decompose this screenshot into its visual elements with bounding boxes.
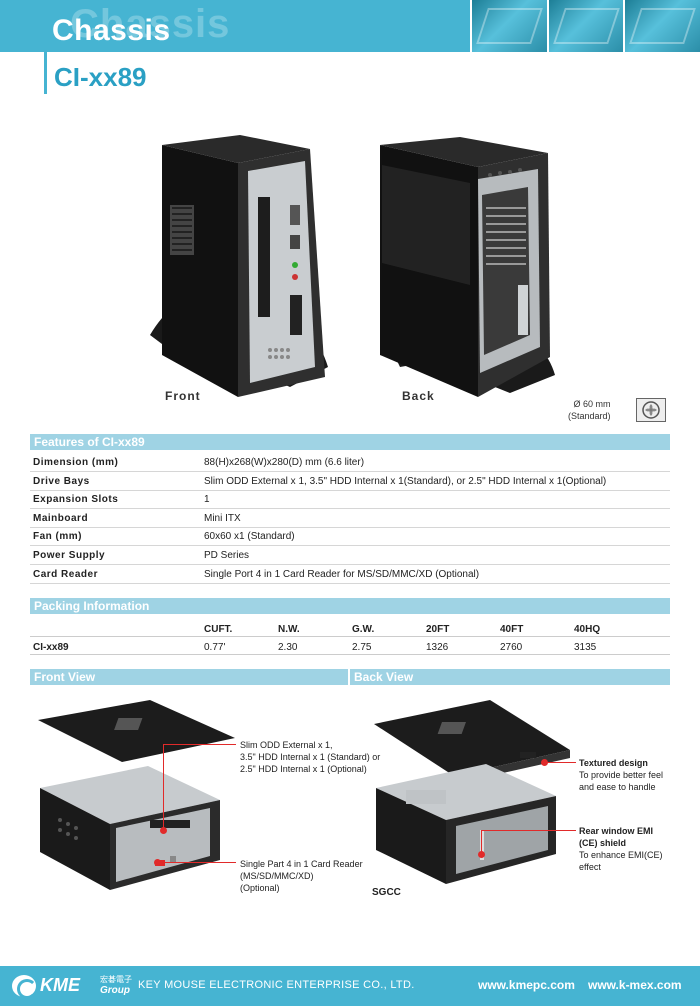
spec-key: Drive Bays	[33, 475, 90, 487]
front-callout2-dot	[154, 859, 161, 866]
header-thumbnails	[470, 0, 700, 52]
back-label: Back	[402, 389, 435, 403]
logo-chinese: 宏碁電子	[100, 975, 132, 984]
back-view-heading-bar: Back View	[350, 669, 670, 686]
packing-cell: 3135	[574, 642, 597, 653]
packing-col-header: 40FT	[500, 624, 524, 635]
spec-value: Mini ITX	[204, 512, 241, 524]
spec-key: Mainboard	[33, 512, 89, 524]
callout-line: and ease to handle	[579, 782, 656, 792]
packing-header-row: CUFT. N.W. G.W. 20FT 40FT 40HQ	[30, 620, 670, 637]
kme-logo: KME	[40, 975, 80, 995]
packing-col-header: G.W.	[352, 624, 375, 635]
header-watermark: Chassis	[70, 2, 231, 46]
spec-row: Dimension (mm) 88(H)x268(W)x280(D) mm (6.…	[30, 453, 670, 472]
sgcc-label: SGCC	[372, 887, 401, 898]
packing-cell: 2.75	[352, 642, 372, 653]
title-accent-bar	[44, 8, 47, 94]
spec-value: 60x60 x1 (Standard)	[204, 531, 295, 543]
header-thumbnail	[546, 0, 624, 52]
back-callout1-leader	[545, 762, 576, 763]
callout-line: Slim ODD External x 1,	[240, 740, 333, 750]
packing-cell: 1326	[426, 642, 449, 653]
spec-row: Power Supply PD Series	[30, 546, 670, 565]
spec-row: Card Reader Single Port 4 in 1 Card Reade…	[30, 565, 670, 584]
packing-data-row: CI-xx89 0.77' 2.30 2.75 1326 2760 3135	[30, 638, 670, 655]
spec-row: Drive Bays Slim ODD External x 1, 3.5" HD…	[30, 472, 670, 491]
packing-heading: Packing Information	[34, 599, 150, 613]
spec-value: Slim ODD External x 1, 3.5" HDD Internal…	[204, 475, 607, 487]
back-view-heading: Back View	[354, 670, 414, 684]
back-callout-textured: Textured design To provide better feel a…	[579, 757, 663, 793]
spec-row: Expansion Slots 1	[30, 490, 670, 510]
back-callout2-leader	[481, 830, 576, 831]
front-callout-drive-bays: Slim ODD External x 1, 3.5" HDD Internal…	[240, 739, 380, 775]
callout-line: To provide better feel	[579, 770, 664, 780]
fan-note-standard: (Standard)	[568, 411, 611, 421]
fan-note-size: Ø 60 mm	[573, 399, 611, 409]
spec-row: Mainboard Mini ITX	[30, 509, 670, 528]
front-view-exploded	[38, 700, 235, 890]
callout-title: Textured design	[579, 758, 648, 768]
spec-row: Fan (mm) 60x60 x1 (Standard)	[30, 527, 670, 547]
callout-line: (Optional)	[240, 883, 280, 893]
website-link-kmex[interactable]: www.k-mex.com	[588, 978, 682, 992]
packing-cell: 0.77'	[204, 642, 226, 653]
front-callout1-leader	[163, 744, 164, 830]
packing-cell: 2760	[500, 642, 523, 653]
footer-bar: KME 宏碁電子 Group KEY MOUSE ELECTRONIC ENTE…	[0, 966, 700, 1006]
logo-group: Group	[100, 985, 130, 996]
spec-key: Expansion Slots	[33, 494, 119, 506]
back-callout2-leader	[481, 830, 482, 854]
front-view-heading: Front View	[34, 670, 96, 684]
front-callout1-dot	[160, 827, 167, 834]
packing-col-header: 20FT	[426, 624, 450, 635]
spec-key: Fan (mm)	[33, 531, 82, 543]
front-callout2-leader	[158, 862, 236, 863]
header-thumbnail	[623, 0, 700, 52]
back-callout2-dot	[478, 851, 485, 858]
back-photo	[380, 137, 555, 397]
website-link-kmepc[interactable]: www.kmepc.com	[478, 978, 575, 992]
fan-note: Ø 60 mm (Standard)	[568, 398, 611, 422]
page-title: Chassis	[52, 14, 171, 47]
spec-key: Card Reader	[33, 568, 98, 580]
spec-key: Power Supply	[33, 550, 106, 561]
back-callout-emi: Rear window EMI (CE) shield To enhance E…	[579, 825, 663, 873]
front-label: Front	[165, 389, 201, 403]
back-view-exploded	[374, 700, 570, 884]
callout-line: Single Part 4 in 1 Card Reader	[240, 859, 363, 869]
company-name: KEY MOUSE ELECTRONIC ENTERPRISE CO., LTD…	[138, 979, 415, 991]
packing-heading-bar: Packing Information	[30, 598, 670, 615]
callout-title: Rear window EMI	[579, 826, 654, 836]
kme-logo-icon	[12, 975, 37, 999]
back-callout1-dot	[541, 759, 548, 766]
model-title: CI-xx89	[54, 62, 147, 92]
header-thumbnail	[470, 0, 547, 52]
packing-col-header: 40HQ	[574, 624, 601, 635]
front-view-heading-bar: Front View	[30, 669, 348, 686]
callout-line: effect	[579, 862, 601, 872]
callout-title: (CE) shield	[579, 838, 627, 848]
callout-line: (MS/SD/MMC/XD)	[240, 871, 314, 881]
features-heading-bar: Features of CI-xx89	[30, 434, 670, 451]
packing-cell: 2.30	[278, 642, 298, 653]
spec-value: 88(H)x268(W)x280(D) mm (6.6 liter)	[204, 457, 365, 468]
callout-line: 3.5" HDD Internal x 1 (Standard) or	[240, 752, 381, 762]
packing-col-header: CUFT.	[204, 624, 233, 635]
spec-value: 1	[204, 494, 210, 506]
front-photo	[150, 135, 328, 397]
callout-line: 2.5" HDD Internal x 1 (Optional)	[240, 764, 367, 774]
fan-icon	[636, 398, 666, 422]
packing-col-header: N.W.	[278, 624, 300, 635]
features-heading: Features of CI-xx89	[34, 435, 145, 449]
callout-line: To enhance EMI(CE)	[579, 850, 663, 860]
packing-row-label: CI-xx89	[33, 642, 69, 653]
spec-value: PD Series	[204, 550, 250, 561]
spec-value: Single Port 4 in 1 Card Reader for MS/SD…	[204, 568, 480, 580]
front-callout1-leader	[163, 744, 236, 745]
spec-key: Dimension (mm)	[33, 457, 119, 468]
front-callout-card-reader: Single Part 4 in 1 Card Reader (MS/SD/MM…	[240, 858, 363, 894]
header-bar: Chassis Chassis	[0, 0, 700, 52]
